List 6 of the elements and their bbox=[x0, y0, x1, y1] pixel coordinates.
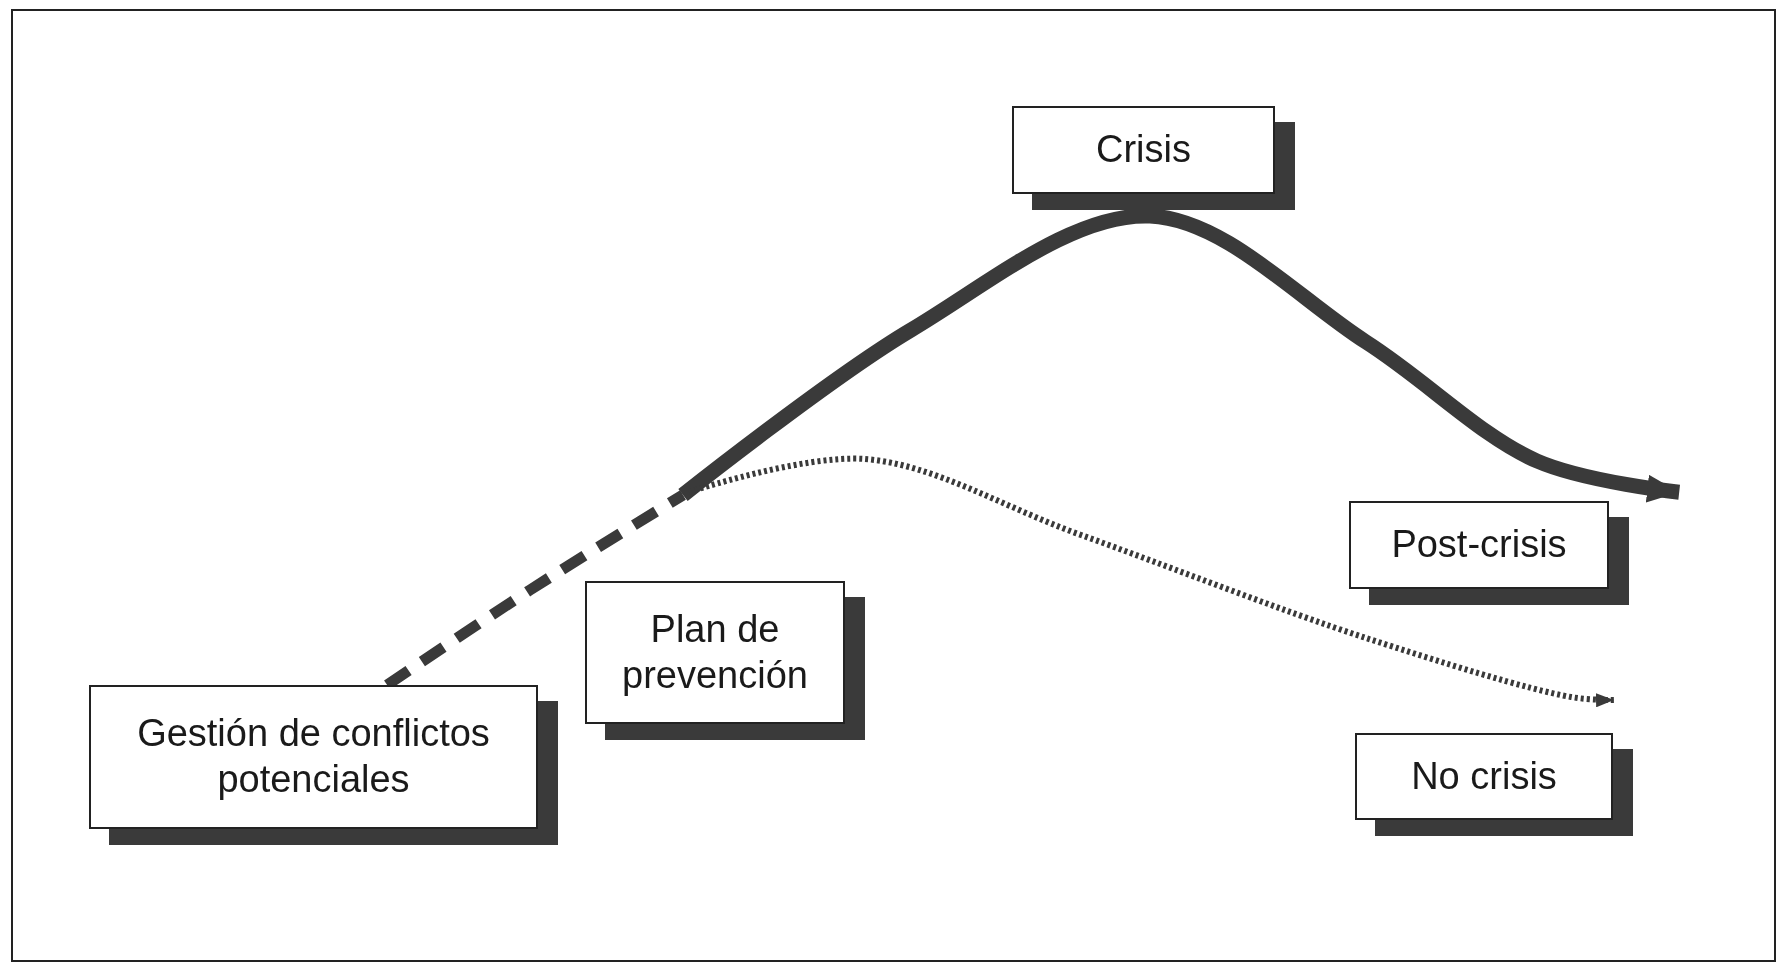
curved-arrow bbox=[678, 208, 1681, 503]
phase-label: Gestión de conflictos potenciales bbox=[136, 711, 491, 802]
phase-label: No crisis bbox=[1411, 753, 1557, 799]
phase-label: Plan de prevención bbox=[621, 606, 809, 698]
phase-label: Crisis bbox=[1096, 127, 1191, 173]
phase-label: Post-crisis bbox=[1391, 522, 1567, 568]
